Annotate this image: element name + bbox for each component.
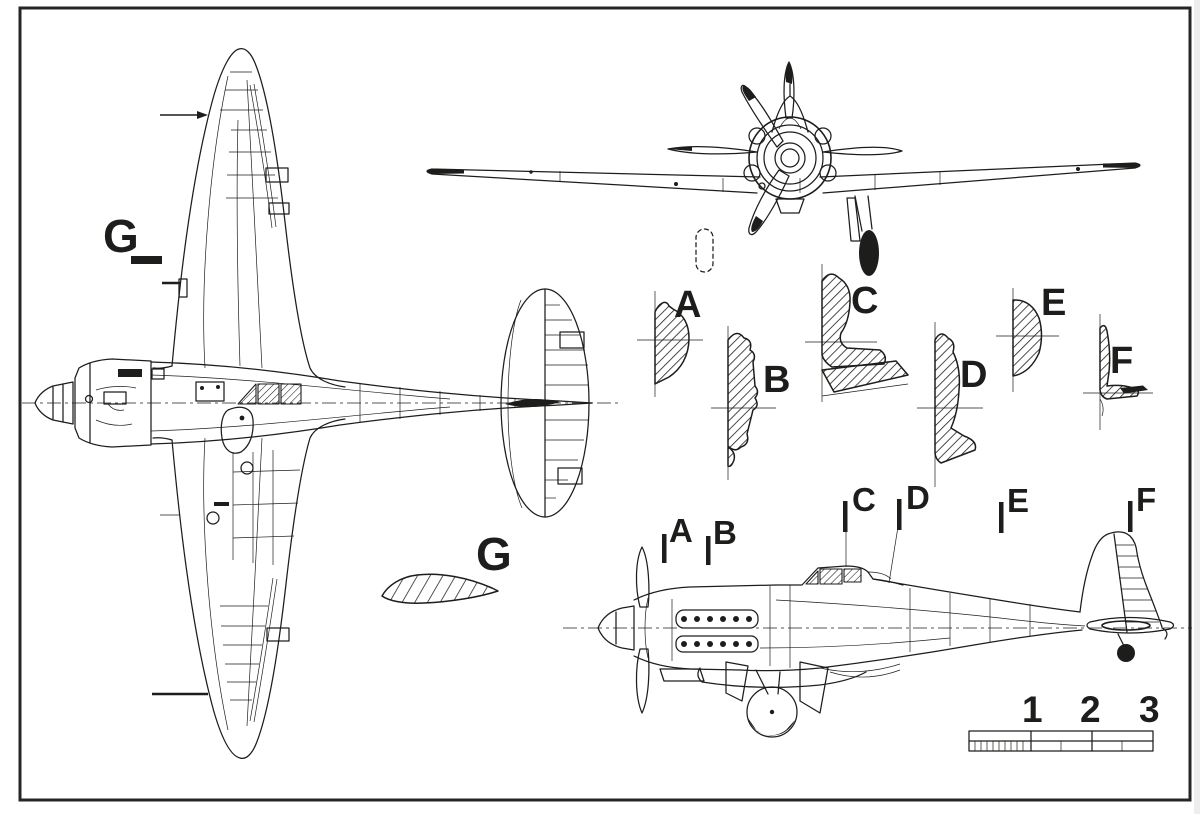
plan-view-station-g-label: G	[103, 210, 139, 262]
side-marker-c-label: C	[852, 481, 876, 518]
section-f	[1083, 314, 1153, 430]
section-b-label: B	[763, 359, 791, 401]
section-f-label: F	[1110, 340, 1134, 382]
scale-bar-comb	[974, 741, 1024, 751]
section-d-label: D	[960, 354, 988, 396]
side-marker-d-label: D	[906, 479, 930, 516]
side-view	[563, 499, 1192, 738]
page-edge	[1194, 0, 1200, 814]
section-e	[996, 288, 1059, 392]
section-e-label: E	[1041, 282, 1067, 324]
section-a-label: A	[674, 284, 702, 326]
airfoil-section-g	[381, 573, 499, 604]
scale-number-2: 2	[1080, 689, 1101, 730]
scale-number-1: 1	[1022, 689, 1043, 730]
section-a	[637, 291, 703, 397]
plan-view	[22, 47, 620, 760]
section-b	[711, 326, 776, 480]
scale-number-3: 3	[1139, 689, 1160, 730]
side-marker-f-label: F	[1136, 481, 1157, 518]
scale-bar	[968, 730, 1154, 752]
exhaust-stacks	[681, 616, 752, 647]
side-marker-e-label: E	[1007, 482, 1030, 519]
side-marker-b-label: B	[713, 514, 737, 551]
airfoil-g-label: G	[476, 528, 512, 580]
cross-sections	[637, 264, 1153, 487]
side-marker-a-label: A	[669, 512, 693, 549]
section-d	[917, 322, 983, 487]
frame	[18, 6, 1192, 802]
station-g-dash	[131, 256, 162, 264]
front-view	[426, 61, 1141, 276]
section-c-label: C	[851, 280, 879, 322]
section-c	[805, 264, 909, 402]
station-ticks	[662, 499, 1133, 565]
